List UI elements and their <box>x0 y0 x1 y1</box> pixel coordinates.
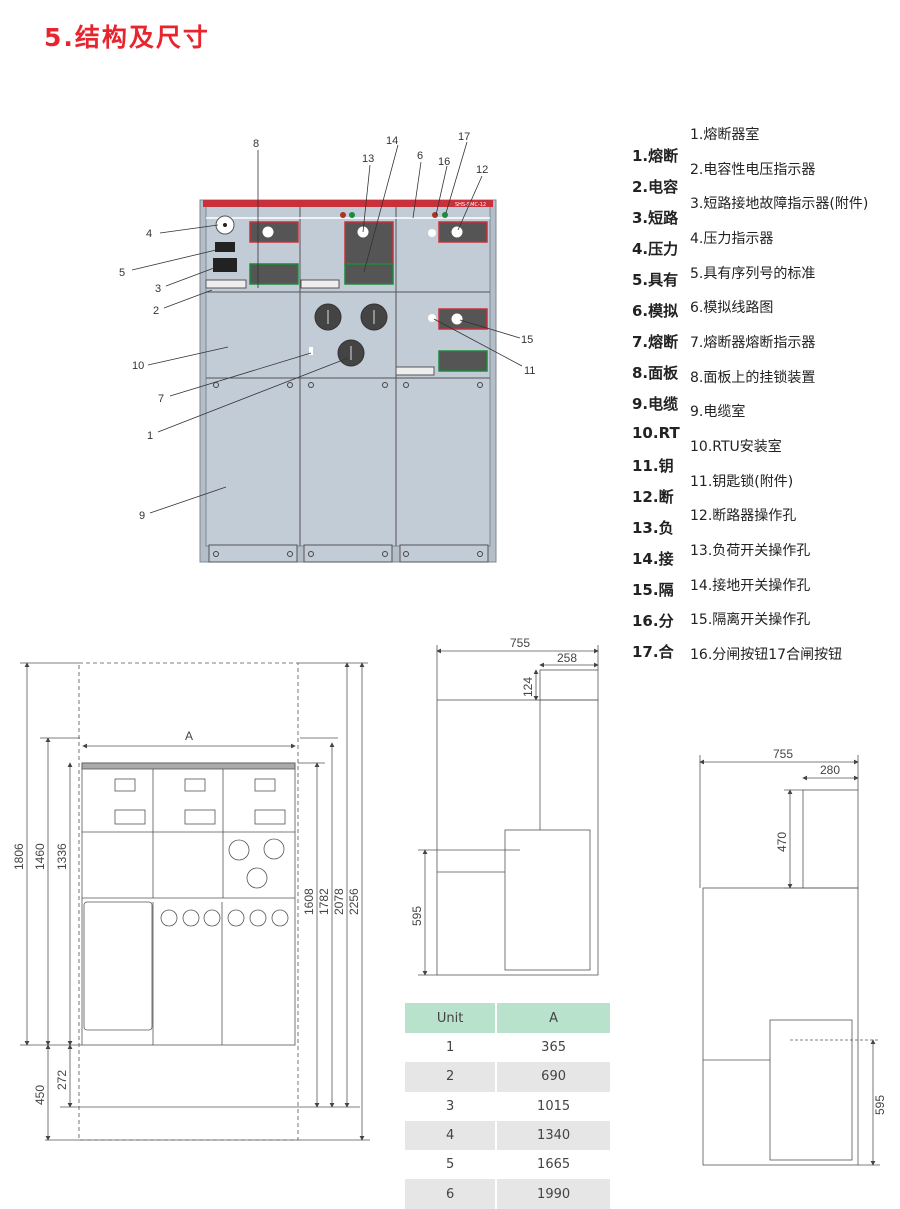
cell-unit: 6 <box>405 1179 498 1209</box>
list-item: 14.接 <box>632 550 674 568</box>
callout-15: 15 <box>521 334 533 346</box>
dim-258: 258 <box>557 651 577 665</box>
dim-470: 470 <box>775 832 789 852</box>
cell-a: 1990 <box>496 1179 612 1209</box>
red-top-bar <box>203 200 493 207</box>
cell-a: 1015 <box>496 1091 612 1121</box>
list-item: 15.隔离开关操作孔 <box>690 612 811 628</box>
dim-124: 124 <box>521 677 535 697</box>
list-item: 11.钥 <box>632 457 674 475</box>
list-item: 8.面板 <box>632 364 679 382</box>
cell-a: 1340 <box>496 1120 612 1151</box>
dim-2078: 2078 <box>332 888 346 915</box>
callout-17: 17 <box>458 131 470 143</box>
callout-5: 5 <box>119 267 125 279</box>
column-header-unit: Unit <box>405 1003 498 1033</box>
cell-unit: 3 <box>405 1091 498 1121</box>
dim-450: 450 <box>33 1085 47 1105</box>
cell-a: 690 <box>496 1062 612 1092</box>
list-item: 5.具有 <box>632 271 679 289</box>
front-view-drawing <box>20 662 370 1141</box>
list-item: 1.熔断 <box>632 147 679 165</box>
callout-6: 6 <box>417 150 423 162</box>
list-item: 14.接地开关操作孔 <box>690 578 811 594</box>
dim-A: A <box>185 729 193 743</box>
list-item: 17.合 <box>632 643 674 661</box>
list-item: 4.压力 <box>632 240 679 258</box>
side-view-1-drawing <box>418 645 599 976</box>
dim-1806: 1806 <box>12 843 26 870</box>
list-item: 7.熔断 <box>632 333 679 351</box>
list-item: 11.钥匙锁(附件) <box>690 474 794 490</box>
list-item: 16.分闸按钮17合闸按钮 <box>690 647 843 663</box>
dim-1608: 1608 <box>302 888 316 915</box>
list-item: 4.压力指示器 <box>690 231 774 247</box>
dim-2256: 2256 <box>347 888 361 915</box>
dim-755: 755 <box>773 747 793 761</box>
callout-13: 13 <box>362 153 374 165</box>
callout-14: 14 <box>386 135 398 147</box>
list-item: 6.模拟 <box>632 302 679 320</box>
switchgear-front-panel: SHS-SMC-12 <box>119 131 535 563</box>
list-item: 13.负 <box>632 519 674 537</box>
callout-2: 2 <box>153 305 159 317</box>
list-item: 13.负荷开关操作孔 <box>690 543 811 559</box>
dim-280: 280 <box>820 763 840 777</box>
callout-4: 4 <box>146 228 152 240</box>
callout-9: 9 <box>139 510 145 522</box>
callout-12: 12 <box>476 164 488 176</box>
dim-1782: 1782 <box>317 888 331 915</box>
cell-a: 365 <box>496 1033 612 1063</box>
list-item: 7.熔断器熔断指示器 <box>690 335 816 351</box>
dim-595: 595 <box>410 906 424 926</box>
list-item: 8.面板上的挂锁装置 <box>690 370 816 386</box>
dim-272: 272 <box>55 1070 69 1090</box>
list-item: 3.短路接地故障指示器(附件) <box>690 196 869 212</box>
list-item: 12.断 <box>632 488 674 506</box>
side-view-2-drawing <box>699 755 880 1166</box>
legend-list-clipped: 1.熔断 2.电容 3.短路 4.压力 5.具有 6.模拟 7.熔断 8.面板 … <box>630 140 684 670</box>
list-item: 12.断路器操作孔 <box>690 508 797 524</box>
list-item: 2.电容性电压指示器 <box>690 162 816 178</box>
list-item: 5.具有序列号的标准 <box>690 266 816 282</box>
column-header-a: A <box>496 1003 612 1033</box>
nameplate: SHS-SMC-12 <box>455 202 486 208</box>
list-item: 10.RTU安装室 <box>690 439 782 455</box>
list-item: 15.隔 <box>632 581 674 599</box>
cell-unit: 4 <box>405 1120 498 1151</box>
dim-595: 595 <box>873 1095 887 1115</box>
list-item: 10.RT <box>632 424 680 442</box>
callout-8: 8 <box>253 138 259 150</box>
list-item: 2.电容 <box>632 178 679 196</box>
dim-1336: 1336 <box>55 843 69 870</box>
list-item: 9.电缆室 <box>690 404 746 420</box>
list-item: 1.熔断器室 <box>690 127 760 143</box>
callout-1: 1 <box>147 430 153 442</box>
callout-16: 16 <box>438 156 450 168</box>
dim-755: 755 <box>510 636 530 650</box>
callout-10: 10 <box>132 360 144 372</box>
page-title: 5.结构及尺寸 <box>44 23 210 52</box>
cell-a: 1665 <box>496 1150 612 1180</box>
list-item: 9.电缆 <box>632 395 679 413</box>
list-item: 16.分 <box>632 612 674 630</box>
cell-unit: 2 <box>405 1062 498 1092</box>
cell-unit: 1 <box>405 1033 498 1063</box>
callout-3: 3 <box>155 283 161 295</box>
list-item: 3.短路 <box>632 209 679 227</box>
callout-11: 11 <box>524 365 535 377</box>
callout-7: 7 <box>158 393 164 405</box>
list-item: 6.模拟线路图 <box>690 300 774 316</box>
cell-unit: 5 <box>405 1150 498 1180</box>
dim-1460: 1460 <box>33 843 47 870</box>
